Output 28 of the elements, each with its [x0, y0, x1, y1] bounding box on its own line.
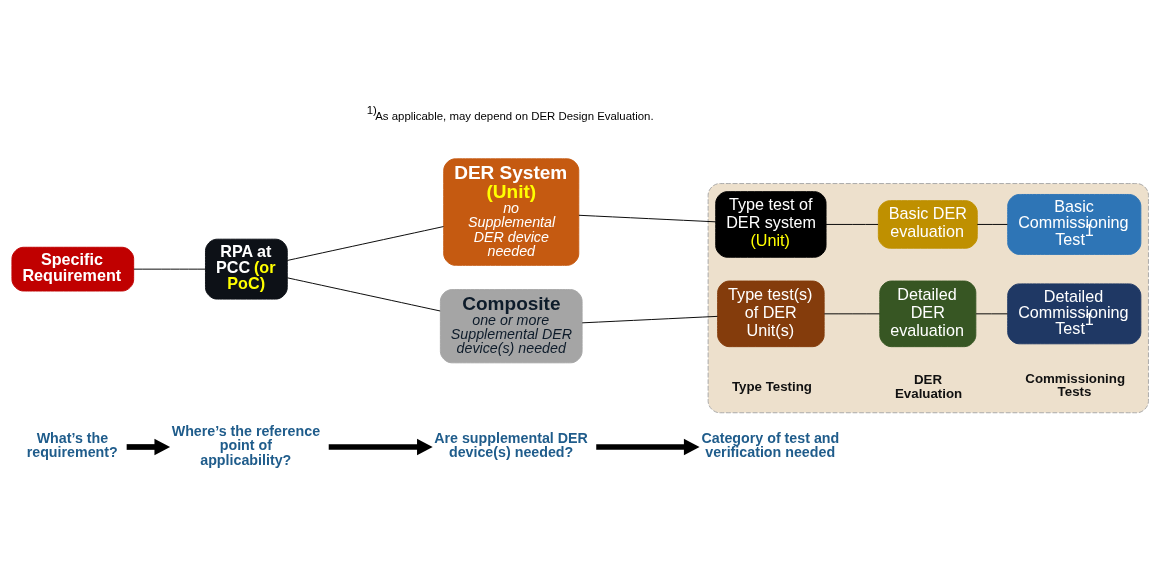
connector	[578, 214, 717, 223]
arrow	[126, 438, 171, 456]
node-box: DER System (Unit) no Supplemental DER device needed	[443, 158, 580, 266]
label: Type Testing	[731, 378, 812, 394]
connector	[975, 313, 1008, 315]
connector	[976, 223, 1008, 225]
node-text: Are supplemental DER device(s) needed?	[434, 430, 588, 461]
arrow	[328, 438, 433, 456]
node-box: Type test(s) of DER Unit(s)	[717, 280, 825, 348]
node-text: What’s the requirement?	[26, 430, 118, 461]
node-box: Detailed DER evaluation	[879, 280, 977, 348]
connector	[581, 315, 718, 324]
node-box: RPA at PCC (or PoC)	[205, 238, 288, 300]
label: DER Evaluation	[895, 372, 963, 401]
node-box: Composite one or more Supplemental DER device(s) needed	[439, 289, 583, 364]
connector	[133, 268, 206, 270]
connector	[287, 277, 441, 312]
arrow	[596, 438, 700, 456]
cluster	[707, 183, 1149, 414]
node-box: Specific Requirement	[11, 246, 135, 292]
node-text: Category of test and verification needed	[701, 430, 840, 461]
node-box: Basic DER evaluation	[877, 200, 978, 249]
connector	[823, 313, 881, 315]
connector	[825, 223, 879, 225]
label: Commissioning Tests	[1025, 370, 1126, 399]
node-text: Where’s the reference point of applicability?	[171, 423, 321, 468]
node-box: Type test of DER system (Unit)	[715, 191, 827, 258]
connector	[287, 226, 444, 261]
